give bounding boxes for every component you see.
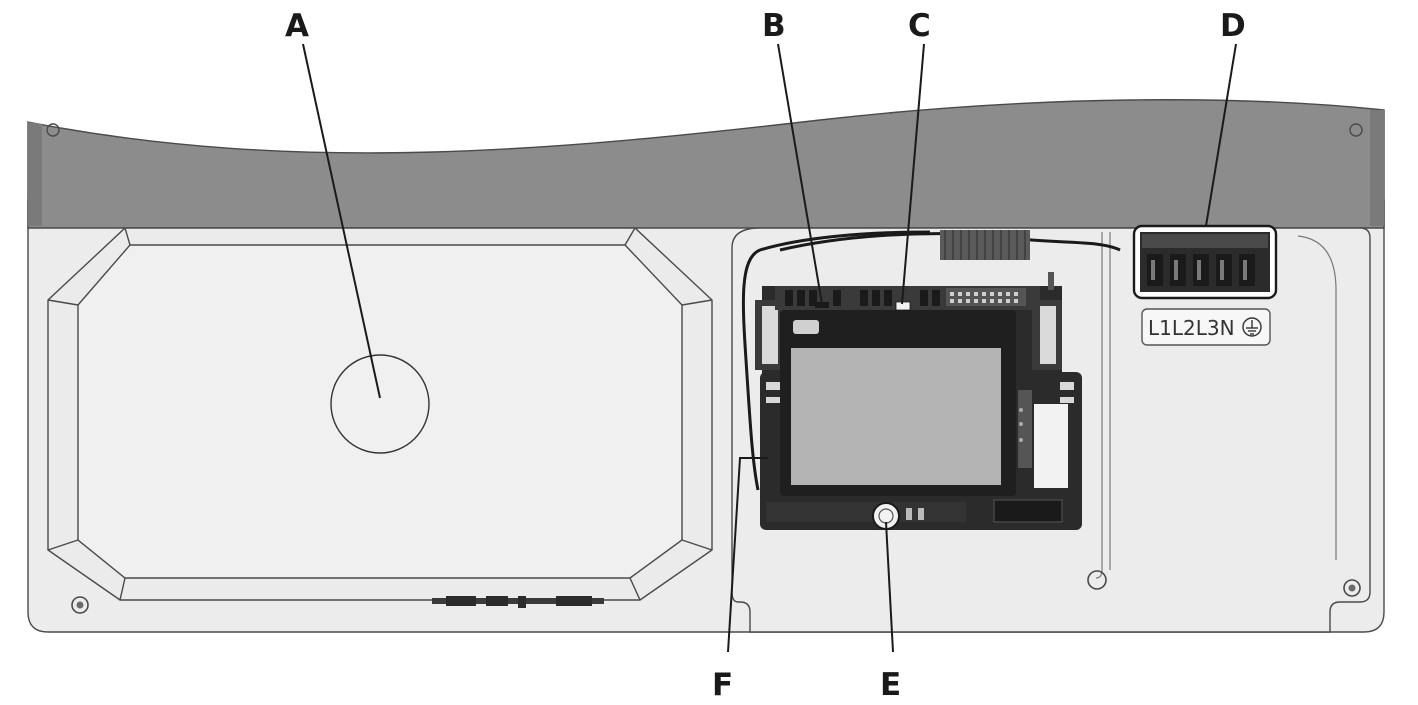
leader-e [885, 521, 894, 653]
protective-earth-icon [1242, 317, 1262, 337]
dc-disconnect-circle [330, 354, 430, 454]
leader-d [1205, 43, 1237, 227]
ac-terminal-block [1132, 224, 1278, 300]
cables [741, 230, 1121, 491]
bottom-connectors [432, 596, 604, 608]
callout-labels: A B C D E F [285, 8, 1246, 703]
leader-a [302, 43, 381, 399]
leader-b [777, 43, 823, 305]
housing-screw-right [1343, 579, 1361, 597]
callout-f: F [712, 667, 733, 703]
connector-b [815, 302, 829, 308]
callout-a: A [285, 8, 309, 44]
leader-c [901, 43, 925, 305]
terminal-label-text: L1L2L3N [1148, 316, 1235, 340]
cover-screw-right [1349, 123, 1363, 137]
callout-b: B [762, 8, 786, 44]
connector-strip [775, 286, 1040, 311]
leader-f [727, 457, 768, 653]
housing-screw-middle [1087, 570, 1107, 590]
left-compartment [47, 227, 713, 614]
communication-module [755, 272, 1082, 530]
callout-c: C [908, 8, 931, 44]
terminal-label-plate: L1L2L3N [1141, 308, 1271, 346]
top-cover [27, 99, 1385, 229]
cover-screw-left [46, 123, 60, 137]
leader-lines [302, 43, 1237, 653]
callout-e: E [880, 667, 901, 703]
display-panel [789, 346, 1003, 487]
housing-screw-left [71, 596, 89, 614]
callout-d: D [1220, 8, 1246, 44]
